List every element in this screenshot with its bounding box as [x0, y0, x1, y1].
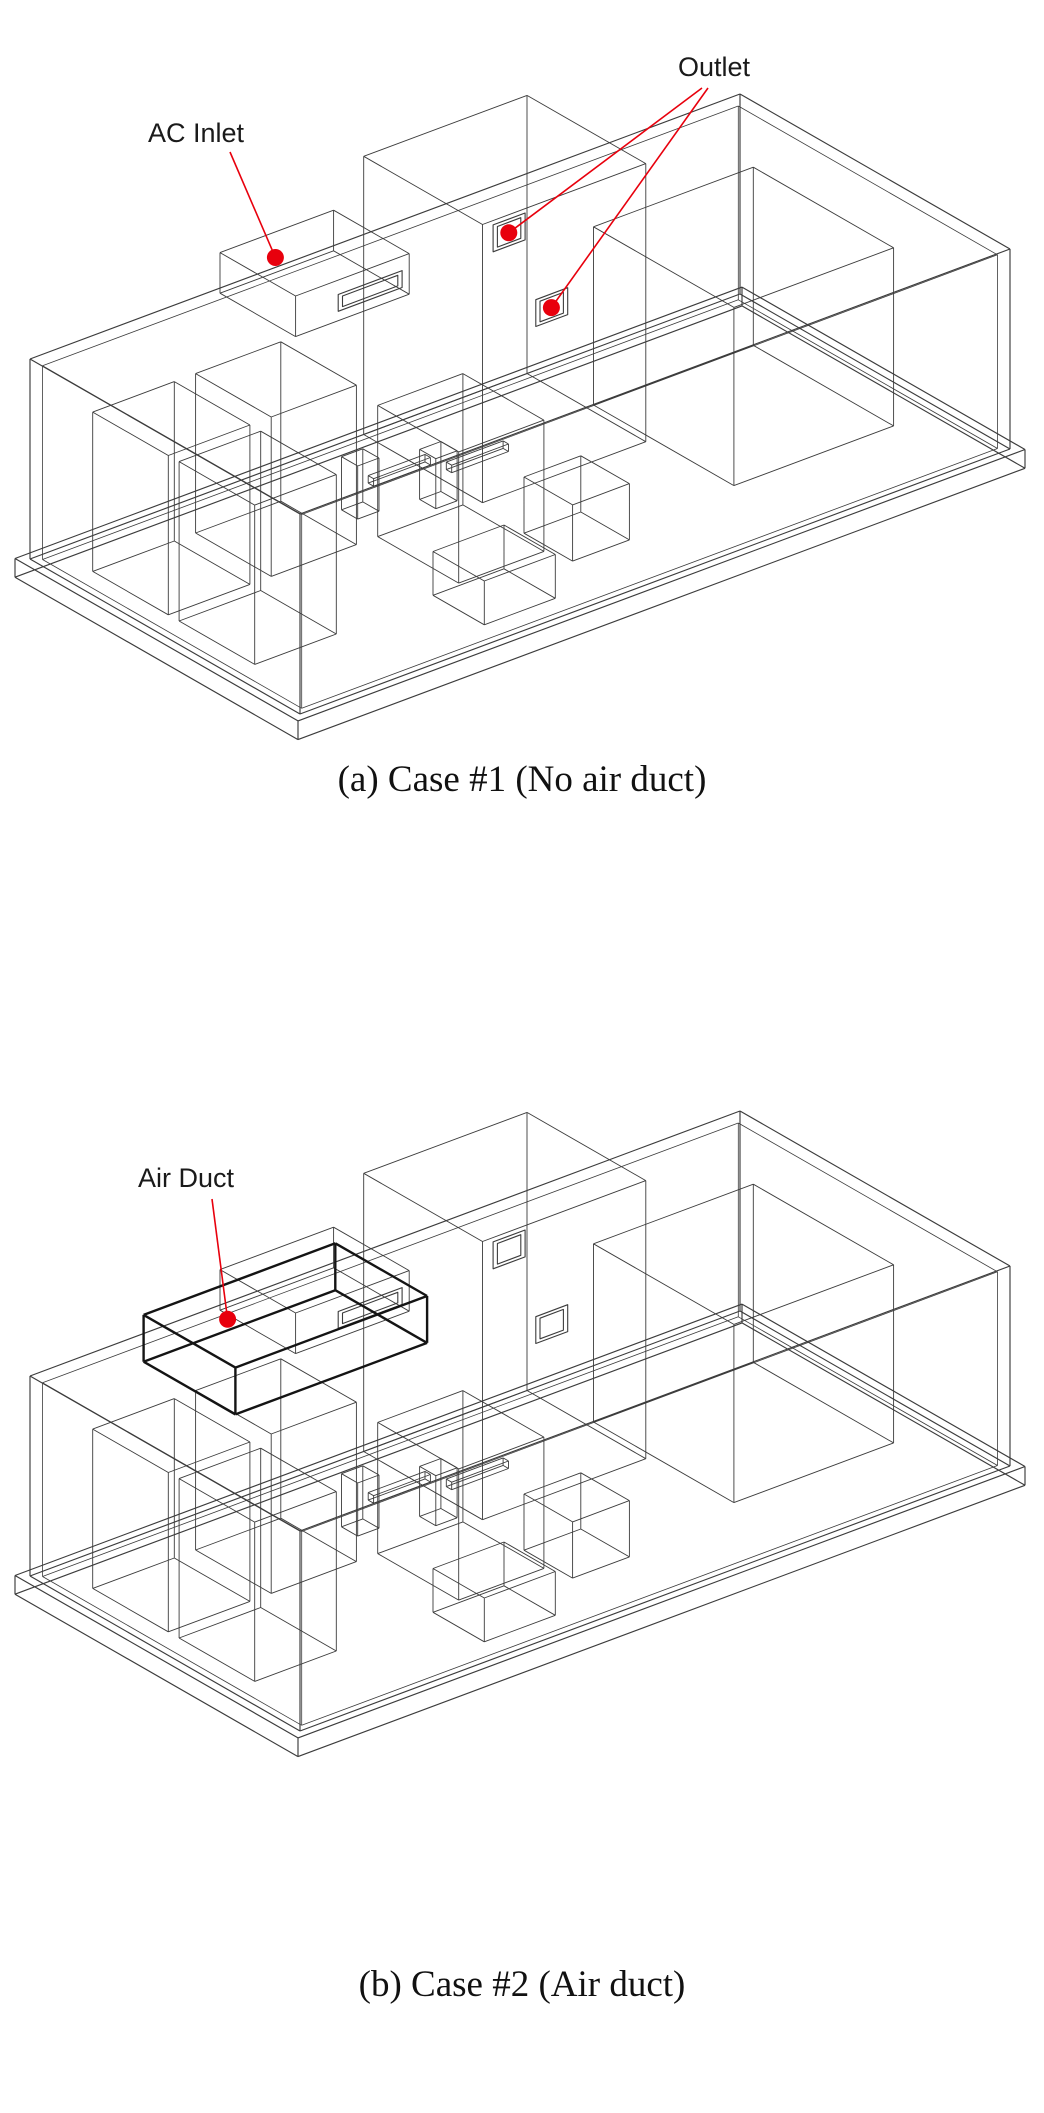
outlet-label: Outlet — [678, 52, 751, 82]
rooftop-ac-unit — [219, 1226, 410, 1355]
outlet-leader-line-upper — [508, 87, 703, 234]
ac-grille-slot-inner — [341, 274, 399, 308]
cabinet-front-left — [178, 1447, 337, 1682]
outlet-panel-upper — [492, 212, 526, 253]
container-outer-shell — [29, 1110, 1011, 1732]
pipe-right — [445, 440, 509, 474]
container-base-slab — [14, 1303, 1026, 1758]
outlet-panel-upper — [492, 1229, 526, 1270]
cabinet-back-left — [92, 1398, 251, 1633]
case1-wireframe-drawing: AC Inlet Outlet — [14, 52, 1026, 741]
rooftop-ac-unit — [219, 209, 410, 338]
pipe-left — [367, 1470, 431, 1504]
ac-inlet-marker — [266, 249, 284, 266]
pipe-right — [445, 1457, 509, 1491]
container-outer-shell — [29, 93, 1011, 715]
outlet-marker-lower — [542, 299, 560, 317]
case1-figure: AC Inlet Outlet (a) Case #1 (No air duct… — [0, 14, 1044, 801]
outlet-leader-line-lower — [550, 87, 709, 309]
case2-caption: (b) Case #2 (Air duct) — [358, 1964, 686, 2005]
outlet-panel-lower-inner — [539, 291, 564, 323]
outlet-panel-upper-inner — [496, 217, 522, 248]
container-inner-shell — [42, 105, 998, 709]
case2-figure: Air Duct (b) Case #2 (Air duct) — [0, 841, 1044, 2006]
cabinet-front-left — [178, 430, 337, 665]
right-room-box — [593, 1183, 895, 1504]
right-room-box — [593, 166, 895, 487]
ac-grille-slot-inner — [341, 1291, 399, 1325]
air-duct-marker — [219, 1310, 237, 1328]
outlet-marker-upper — [500, 224, 518, 242]
outlet-panel-lower — [535, 1304, 569, 1345]
cabinet-center — [377, 1390, 545, 1601]
case1-annotations — [229, 87, 709, 317]
outlet-panel-upper-inner — [496, 1234, 522, 1265]
air-duct-label: Air Duct — [138, 1163, 235, 1193]
air-duct-box — [142, 1242, 429, 1416]
case2-annotations — [211, 1198, 237, 1328]
post-right — [419, 441, 458, 510]
floor-box-center — [523, 455, 630, 562]
machinery-column — [363, 1111, 647, 1521]
ac-inlet-label: AC Inlet — [148, 118, 245, 148]
machinery-column — [363, 94, 647, 504]
floor-box-front — [432, 524, 556, 626]
figure-page: AC Inlet Outlet (a) Case #1 (No air duct… — [0, 14, 1044, 2006]
case1-wireframe-lines — [14, 93, 1026, 741]
ac-grille-slot — [337, 270, 403, 312]
pipe-left — [367, 453, 431, 487]
container-base-slab — [14, 286, 1026, 741]
cabinet-center — [377, 373, 545, 584]
container-inner-shell — [42, 1122, 998, 1726]
case2-wireframe-lines — [14, 1110, 1026, 1758]
air-duct-leader-line — [211, 1198, 229, 1320]
case1-caption: (a) Case #1 (No air duct) — [337, 759, 707, 800]
ac-inlet-leader-line — [229, 151, 277, 258]
floor-box-front — [432, 1541, 556, 1643]
floor-box-center — [523, 1472, 630, 1579]
post-right — [419, 1458, 458, 1527]
cabinet-back-left — [92, 381, 251, 616]
outlet-panel-lower-inner — [539, 1308, 564, 1340]
case2-wireframe-drawing: Air Duct — [14, 1110, 1026, 1758]
outlet-panel-lower — [535, 287, 569, 328]
